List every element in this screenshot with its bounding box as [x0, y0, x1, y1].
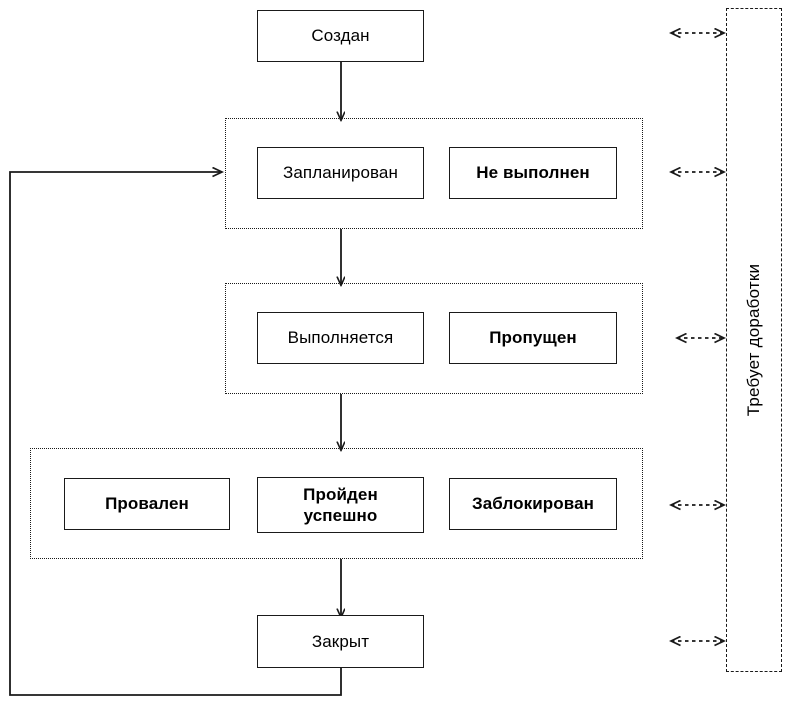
state-node-planned-label: Запланирован [283, 163, 398, 183]
state-node-skipped-label: Пропущен [489, 328, 577, 348]
state-node-created[interactable]: Создан [257, 10, 424, 62]
group-results [30, 448, 643, 559]
state-node-skipped[interactable]: Пропущен [449, 312, 617, 364]
state-node-passed[interactable]: Пройден успешно [257, 477, 424, 533]
state-node-failed[interactable]: Провален [64, 478, 230, 530]
state-node-planned[interactable]: Запланирован [257, 147, 424, 199]
state-node-in-progress-label: Выполняется [287, 328, 394, 348]
state-node-closed-label: Закрыт [311, 631, 370, 651]
state-node-not-done-label: Не выполнен [476, 163, 590, 183]
rework-panel [726, 8, 782, 672]
group-planning [225, 118, 643, 229]
state-node-not-done[interactable]: Не выполнен [449, 147, 617, 199]
state-node-passed-label: Пройден успешно [303, 484, 378, 525]
state-node-blocked-label: Заблокирован [471, 494, 595, 514]
state-node-in-progress[interactable]: Выполняется [257, 312, 424, 364]
state-node-blocked[interactable]: Заблокирован [449, 478, 617, 530]
feedback-loop-closed-to-planning [9, 172, 342, 696]
state-node-closed[interactable]: Закрыт [257, 615, 424, 668]
group-execution [225, 283, 643, 394]
state-node-created-label: Создан [311, 26, 370, 46]
state-node-failed-label: Провален [105, 494, 189, 514]
rework-panel-label: Требует доработки [744, 263, 763, 417]
